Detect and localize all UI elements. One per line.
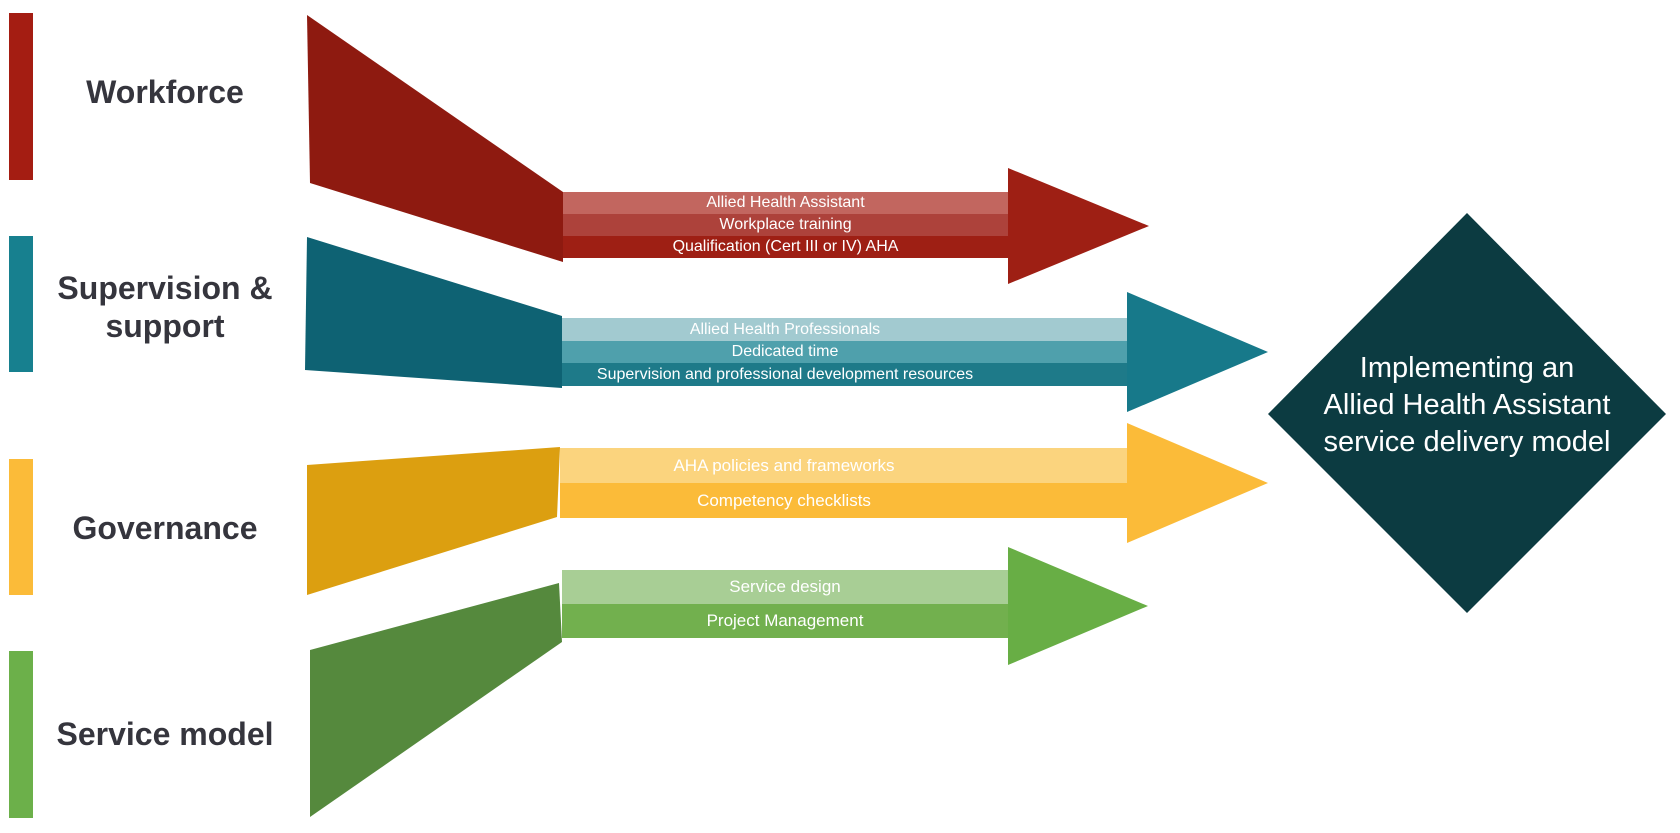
workforce-label: Workforce — [86, 74, 244, 110]
workforce-arrowhead — [1008, 168, 1149, 284]
goal-text-line: Allied Health Assistant — [1323, 389, 1611, 421]
supervision-support-label: Supervision & support — [57, 270, 273, 344]
goal-diamond-text: Implementing an Allied Health Assistant … — [1267, 350, 1667, 461]
workforce-funnel-shape — [307, 15, 563, 262]
stripe-label: Workplace training — [563, 214, 1008, 236]
supervision-legend-bar — [9, 236, 33, 372]
stripe-label: Dedicated time — [562, 341, 1127, 363]
service-model-arrowhead — [1008, 547, 1148, 665]
supervision-arrowhead — [1127, 292, 1268, 412]
stripe-label: Qualification (Cert III or IV) AHA — [563, 236, 1008, 258]
goal-text-line: service delivery model — [1323, 426, 1611, 458]
workforce-legend-bar — [9, 13, 33, 180]
stripe-label: AHA policies and frameworks — [560, 448, 1127, 483]
service-model-legend-bar — [9, 651, 33, 818]
supervision-funnel-shape — [305, 237, 562, 388]
supervision-arrow-band: Allied Health Professionals Dedicated ti… — [562, 318, 1127, 386]
stripe-label: Supervision and professional development… — [562, 363, 1127, 386]
governance-funnel-shape — [307, 447, 560, 595]
governance-label: Governance — [72, 510, 258, 546]
governance-legend-bar — [9, 459, 33, 595]
stripe-label: Competency checklists — [560, 483, 1127, 518]
service-model-funnel-shape — [310, 583, 562, 817]
governance-arrow-band: AHA policies and frameworks Competency c… — [560, 448, 1127, 518]
stripe-label: Service design — [562, 570, 1008, 604]
goal-diamond — [1268, 213, 1666, 613]
stripe-label: Allied Health Professionals — [562, 318, 1127, 341]
goal-text-line: Implementing an — [1359, 352, 1575, 384]
stripe-label: Allied Health Assistant — [563, 192, 1008, 214]
workforce-arrow-band: Allied Health Assistant Workplace traini… — [563, 192, 1008, 258]
stripe-label: Project Management — [562, 604, 1008, 638]
service-model-label: Service model — [56, 716, 274, 752]
service-model-arrow-band: Service design Project Management — [562, 570, 1008, 638]
governance-arrowhead — [1127, 423, 1268, 543]
